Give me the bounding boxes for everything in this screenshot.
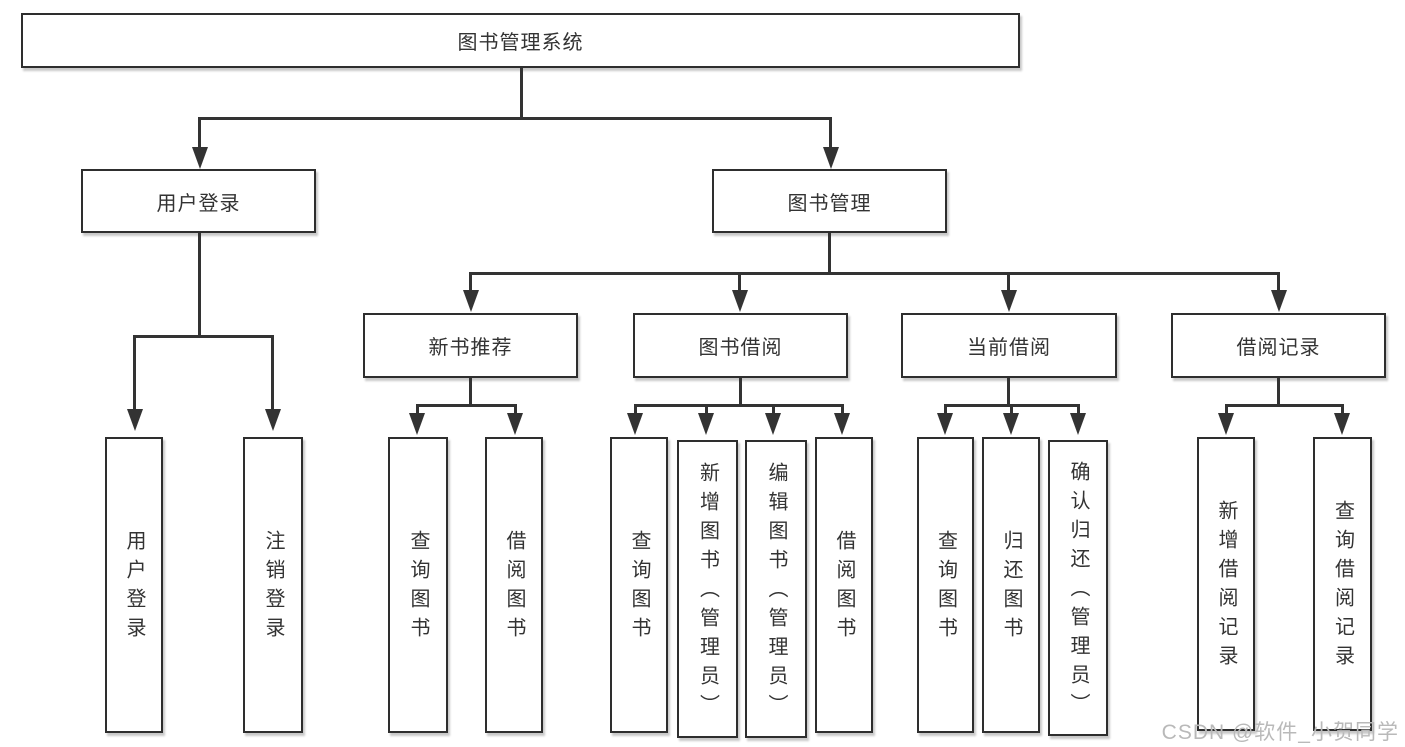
arrowhead-icon [698, 413, 714, 435]
leaf-query-books-recommend: 查询图书 [388, 437, 448, 733]
arrowhead-icon [409, 413, 425, 435]
edge-borrow-drop-3 [772, 404, 775, 415]
leaf-confirm-return-admin: 确认归还（管理员） [1048, 440, 1108, 736]
edge-login-drop-2 [271, 335, 274, 412]
edge-mgmt-drop-4 [1277, 272, 1280, 292]
leaf-query-books-current: 查询图书 [917, 437, 974, 733]
edge-login-rail [133, 335, 274, 338]
leaf-query-borrow-record: 查询借阅记录 [1313, 437, 1372, 731]
arrowhead-icon [192, 147, 208, 169]
edge-current-stem [1007, 378, 1010, 407]
edge-recommend-stem [469, 378, 472, 407]
edge-root-drop-right [829, 117, 832, 149]
node-current-borrow: 当前借阅 [901, 313, 1117, 378]
arrowhead-icon [834, 413, 850, 435]
edge-mgmt-drop-1 [469, 272, 472, 292]
edge-mgmt-stem [828, 233, 831, 275]
arrowhead-icon [265, 409, 281, 431]
leaf-user-login: 用户登录 [105, 437, 163, 733]
edge-login-drop-1 [133, 335, 136, 412]
edge-root-rail [198, 117, 832, 120]
edge-mgmt-rail [469, 272, 1280, 275]
arrowhead-icon [1218, 413, 1234, 435]
node-borrow-records: 借阅记录 [1171, 313, 1386, 378]
edge-borrow-stem [739, 378, 742, 407]
edge-login-stem [198, 233, 201, 338]
arrowhead-icon [823, 147, 839, 169]
leaf-add-borrow-record: 新增借阅记录 [1197, 437, 1255, 731]
leaf-query-books-borrow: 查询图书 [610, 437, 668, 733]
arrowhead-icon [463, 290, 479, 312]
edge-mgmt-drop-3 [1007, 272, 1010, 292]
edge-current-drop-3 [1077, 404, 1080, 415]
node-user-login: 用户登录 [81, 169, 316, 233]
arrowhead-icon [1003, 413, 1019, 435]
arrowhead-icon [507, 413, 523, 435]
csdn-watermark: CSDN @软件_小贺同学 [1161, 721, 1399, 744]
leaf-return-books: 归还图书 [982, 437, 1040, 733]
arrowhead-icon [937, 413, 953, 435]
arrowhead-icon [1070, 413, 1086, 435]
edge-recommend-drop-1 [416, 404, 419, 415]
arrowhead-icon [1271, 290, 1287, 312]
node-new-book-recommend: 新书推荐 [363, 313, 578, 378]
edge-borrow-rail [634, 404, 844, 407]
arrowhead-icon [1334, 413, 1350, 435]
edge-root-drop-left [198, 117, 201, 149]
edge-records-drop-1 [1225, 404, 1228, 415]
leaf-edit-books-admin: 编辑图书（管理员） [745, 440, 807, 738]
node-book-borrow: 图书借阅 [633, 313, 848, 378]
edge-recommend-drop-2 [514, 404, 517, 415]
edge-current-drop-2 [1010, 404, 1013, 415]
leaf-borrow-books-recommend: 借阅图书 [485, 437, 543, 733]
edge-current-drop-1 [944, 404, 947, 415]
arrowhead-icon [765, 413, 781, 435]
node-book-management: 图书管理 [712, 169, 947, 233]
edge-records-rail [1225, 404, 1344, 407]
edge-borrow-drop-2 [705, 404, 708, 415]
edge-root-stem [520, 68, 523, 120]
arrowhead-icon [627, 413, 643, 435]
arrowhead-icon [127, 409, 143, 431]
edge-records-stem [1277, 378, 1280, 407]
edge-borrow-drop-4 [841, 404, 844, 415]
edge-recommend-rail [416, 404, 517, 407]
node-root: 图书管理系统 [21, 13, 1020, 68]
edge-mgmt-drop-2 [738, 272, 741, 292]
arrowhead-icon [1001, 290, 1017, 312]
arrowhead-icon [732, 290, 748, 312]
leaf-borrow-books: 借阅图书 [815, 437, 873, 733]
edge-records-drop-2 [1341, 404, 1344, 415]
leaf-add-books-admin: 新增图书（管理员） [677, 440, 738, 738]
leaf-logout: 注销登录 [243, 437, 303, 733]
edge-borrow-drop-1 [634, 404, 637, 415]
